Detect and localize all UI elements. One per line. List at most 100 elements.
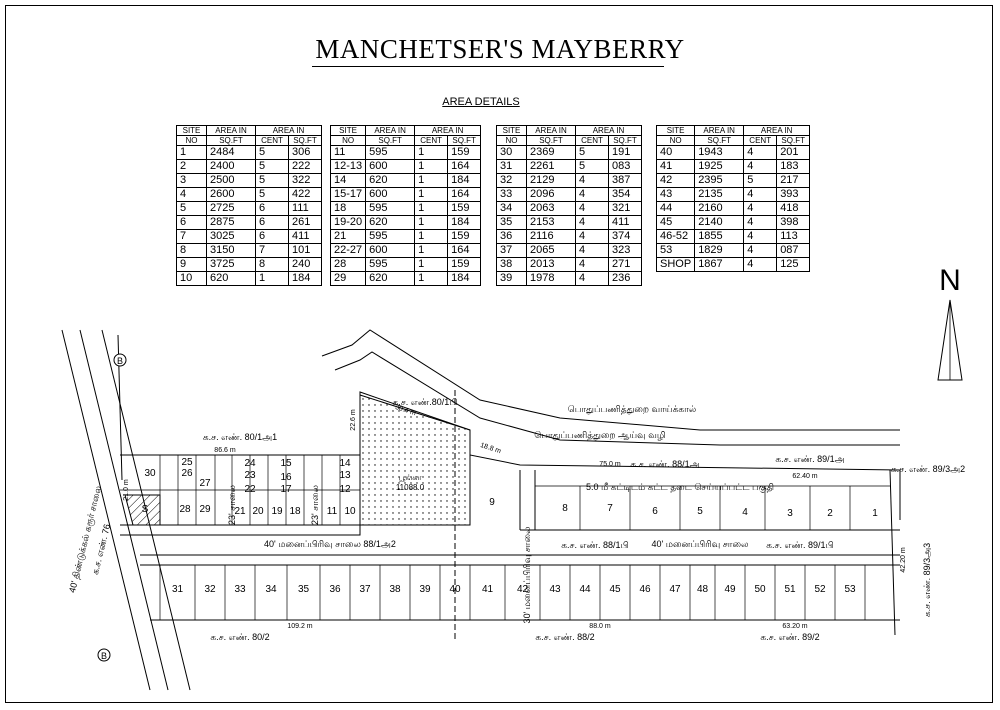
area-cent-sqft-cell: 083 [608,159,642,174]
survey-label: க.ச. எண்.80/1பி [393,397,458,407]
bottom-plot-grid [159,565,866,620]
site-no-cell: 43 [655,187,696,202]
setback-label: 5.0 மீ கட்டிடம் கட்ட தடை செய்யப்பட்ட பகு… [586,482,774,494]
dimension: 86.6 m [214,447,236,454]
dimension: 88.0 m [589,623,611,630]
area-sqft-cell: 1855 [694,229,745,244]
site-no-cell: 46-52 [655,229,696,244]
area-cent-sqft-cell: 087 [776,243,811,258]
plot-number: 15 [280,458,292,469]
survey-label: க.ச. எண். 80/2 [210,632,269,642]
drawing-border [5,5,993,703]
plot-number: 51 [784,584,796,595]
area-cent-sqft-cell: 236 [608,271,642,286]
plot-number: 8 [562,503,568,514]
area-cent-sqft-cell: 184 [447,215,482,230]
site-no-cell: 14 [329,173,367,188]
survey-label: க.ச. எண். 88/2 [535,632,594,642]
area-cent-sqft-cell: 422 [288,187,322,202]
title-underline [312,66,664,67]
plot-number: 47 [669,584,681,595]
top-right-plot-grid [535,485,890,530]
plot-number: 36 [329,584,341,595]
plot-number: 27 [199,478,211,489]
plot-number: 22 [244,484,256,495]
site-no-cell: 19-20 [329,215,367,230]
site-no-cell: 37 [496,243,527,258]
area-cent-sqft-cell: 201 [776,145,811,160]
plot-number: 32 [204,584,216,595]
plot-number: 35 [298,584,310,595]
site-no-cell: SHOP [655,257,696,272]
plot-number: 10 [344,506,356,517]
plot-number: 2 [827,508,833,519]
site-no-cell: 12-13 [329,159,367,174]
area-sqft-cell: 620 [206,271,256,286]
road-label: 30' மனைப்பிரிவு சாலை [522,527,532,624]
plot-number: 39 [419,584,431,595]
plot-number: 37 [359,584,371,595]
plot-number: 7 [607,503,613,514]
plot-number: 53 [844,584,856,595]
park-area-value: 11088.0 [396,483,425,492]
plot-number: 1 [872,508,878,519]
plot-number: 30 [144,468,156,479]
area-sqft-cell: 1978 [526,271,576,286]
plot-number: 5 [697,506,703,517]
area-cent-cell: 1 [414,271,449,286]
area-cent-sqft-cell: 387 [608,173,642,188]
shop-plot-label: S [142,504,149,515]
area-cent-sqft-cell: 159 [447,201,482,216]
plot-number: 49 [724,584,736,595]
plot-number: 40 [449,584,461,595]
area-sqft-cell: 2140 [694,215,745,230]
plot-number: 24 [244,458,256,469]
survey-label: க.ச. எண். 89/3அ2 [891,464,965,474]
area-sqft-cell: 2116 [526,229,576,244]
dimension: 63.20 m [782,623,807,630]
plot-number: 29 [199,504,211,515]
area-cent-sqft-cell: 393 [776,187,811,202]
survey-label: க.ச. எண். 89/2 [760,632,819,642]
road-marker-top [113,353,127,367]
plot-number: 44 [579,584,591,595]
plot-number: 20 [252,506,264,517]
road-marker-bottom [97,648,111,662]
plot-number: 4 [742,507,748,518]
pwd-road-label: பொதுப்பணித்துறை ஆய்வு வழி [534,430,666,441]
top-left-plot-grid [120,455,360,525]
area-sqft-cell: 1867 [694,257,745,272]
plot-number: 9 [489,497,495,508]
plot-number: 41 [482,584,494,595]
area-cent-cell: 4 [743,257,778,272]
area-cent-sqft-cell: 323 [608,243,642,258]
area-cent-sqft-cell: 125 [776,257,811,272]
area-sqft-cell: 2725 [206,201,256,216]
area-cent-sqft-cell: 322 [288,173,322,188]
plot-number: 13 [339,470,351,481]
area-cent-sqft-cell: 184 [288,271,322,286]
area-cent-sqft-cell: 222 [288,159,322,174]
plot-number: 48 [697,584,709,595]
area-sqft-cell: 3025 [206,229,256,244]
area-cent-sqft-cell: 240 [288,257,322,272]
plot-number: 17 [280,484,292,495]
